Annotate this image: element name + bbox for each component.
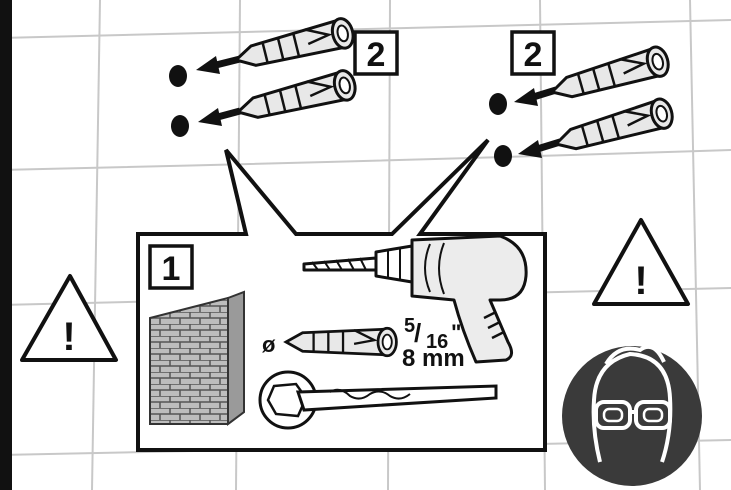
arrow-left-top <box>196 55 241 74</box>
brick-wall-icon <box>149 290 245 426</box>
wall-anchor-icon <box>284 326 398 358</box>
step-2-label-left: 2 <box>353 30 399 76</box>
step-1-label: 1 <box>148 244 194 290</box>
wall-anchor-icon <box>230 14 358 77</box>
svg-text:1: 1 <box>162 250 181 288</box>
wall-anchor-icon <box>546 43 673 108</box>
arrow-left-bottom <box>198 107 241 126</box>
arrow-right-top <box>514 86 558 106</box>
svg-text:16: 16 <box>426 331 448 353</box>
wall-hole-top-right <box>489 93 507 115</box>
svg-text:/: / <box>414 318 421 348</box>
wall-anchor-icon <box>232 66 360 129</box>
safety-goggles-icon <box>562 345 702 486</box>
warning-triangle-icon: ! <box>592 218 690 306</box>
svg-text:2: 2 <box>367 36 386 74</box>
svg-text:5: 5 <box>404 315 415 337</box>
wall-hole-bottom-left <box>171 115 189 137</box>
svg-text:!: ! <box>634 259 647 303</box>
svg-text:2: 2 <box>524 36 543 74</box>
left-edge-bar <box>0 0 12 490</box>
power-drill-icon <box>302 234 528 364</box>
diameter-symbol: ø <box>262 332 276 357</box>
warning-triangle-icon: ! <box>20 274 118 362</box>
svg-text:!: ! <box>62 315 75 359</box>
masonry-drill-bit-icon <box>258 370 498 430</box>
wall-hole-top-left <box>169 65 187 87</box>
wall-hole-bottom-right <box>494 145 512 167</box>
drill-size-label: 5 / 16 " 8 mm <box>402 315 465 372</box>
svg-text:": " <box>451 320 461 345</box>
wall-anchor-icon <box>550 95 677 160</box>
step-2-label-right: 2 <box>510 30 556 76</box>
svg-text:8 mm: 8 mm <box>402 345 465 372</box>
